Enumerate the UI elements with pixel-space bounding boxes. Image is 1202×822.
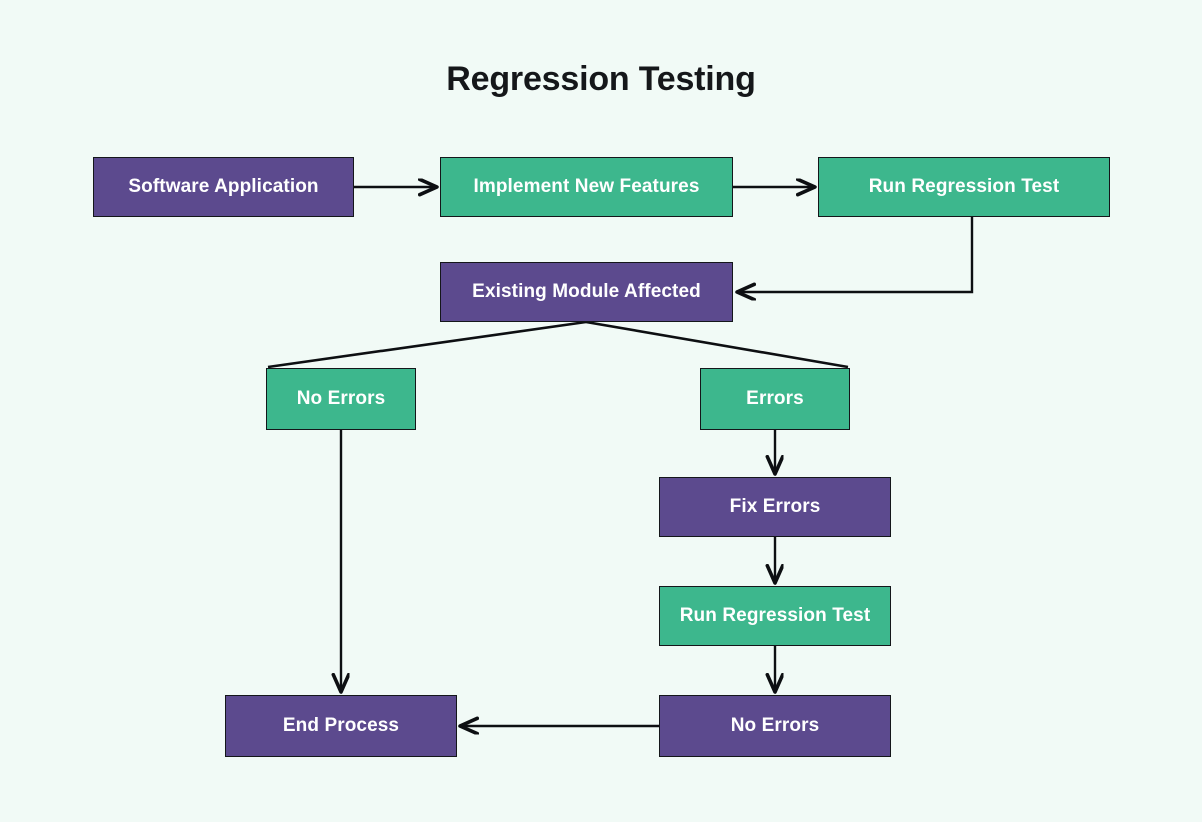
node-no-errors-bottom[interactable]: No Errors [659,695,891,757]
node-end-process[interactable]: End Process [225,695,457,757]
node-label: Errors [746,387,804,409]
node-run-regression-test-2[interactable]: Run Regression Test [659,586,891,646]
node-label: Existing Module Affected [472,280,701,302]
edge-existing-to-no-errors [267,320,587,369]
edge-run1-to-existing [738,217,974,292]
node-label: End Process [282,714,400,736]
node-label: Run Regression Test [868,175,1060,197]
page-title: Regression Testing [446,60,756,98]
node-implement-new-features[interactable]: Implement New Features [440,157,733,217]
node-errors[interactable]: Errors [700,368,850,430]
node-label: No Errors [296,387,386,409]
node-no-errors-left[interactable]: No Errors [266,368,416,430]
node-fix-errors[interactable]: Fix Errors [659,477,891,537]
edge-existing-to-errors [585,320,849,369]
node-label: No Errors [730,714,820,736]
node-existing-module-affected[interactable]: Existing Module Affected [440,262,733,322]
node-run-regression-test-1[interactable]: Run Regression Test [818,157,1110,217]
node-software-application[interactable]: Software Application [93,157,354,217]
node-label: Implement New Features [473,175,700,197]
node-label: Software Application [128,175,319,197]
node-label: Run Regression Test [679,604,871,626]
node-label: Fix Errors [729,495,821,517]
